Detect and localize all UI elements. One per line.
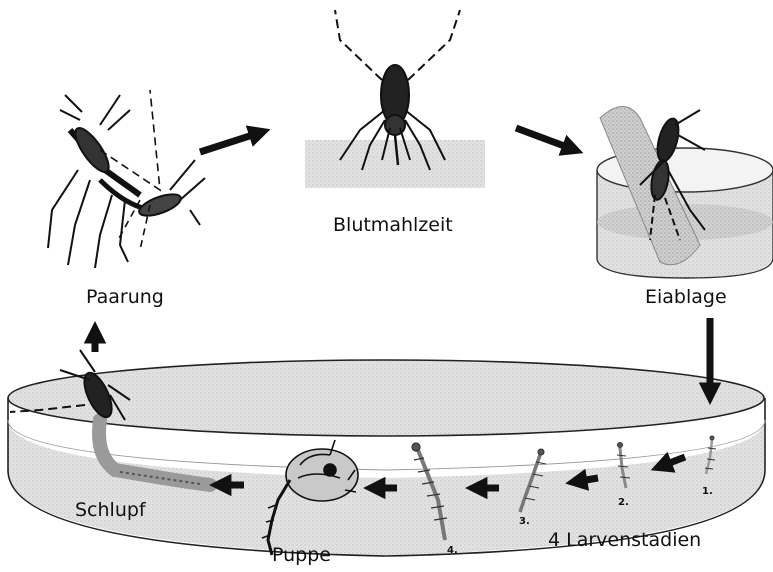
water-basin bbox=[8, 360, 765, 556]
stage-label-blood-meal: Blutmahlzeit bbox=[333, 214, 453, 236]
larva-number-4: 4. bbox=[447, 545, 458, 556]
stage-label-pupa: Puppe bbox=[272, 544, 331, 566]
stage-label-larval-stages: 4 Larvenstadien bbox=[548, 529, 701, 551]
mating-mosquitoes-illustration bbox=[48, 90, 205, 268]
larva-number-2: 2. bbox=[618, 497, 629, 508]
egg-container bbox=[597, 107, 773, 279]
stage-label-mating: Paarung bbox=[86, 286, 164, 308]
arrow-larva2-to-larva3 bbox=[574, 478, 598, 482]
larva-number-3: 3. bbox=[519, 516, 530, 527]
arrow-mating-to-bloodmeal bbox=[200, 132, 262, 152]
stage-label-emergence: Schlupf bbox=[75, 499, 146, 521]
stage-label-egg-laying: Eiablage bbox=[645, 286, 727, 308]
larva-number-1: 1. bbox=[702, 486, 713, 497]
arrow-bloodmeal-to-egglaying bbox=[516, 128, 575, 150]
